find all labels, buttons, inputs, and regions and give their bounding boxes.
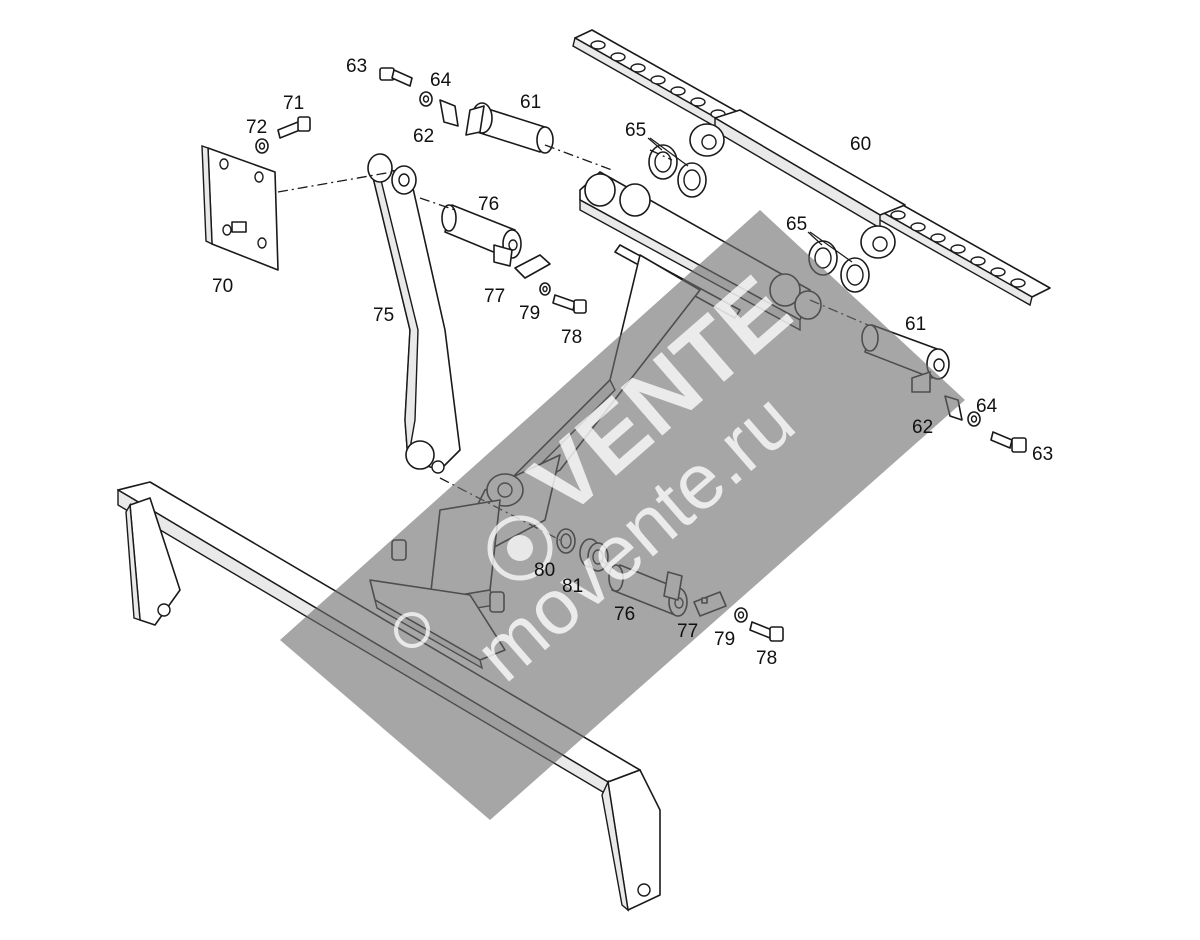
- callout-62-upper: 62: [413, 126, 434, 147]
- callout-60: 60: [850, 134, 871, 155]
- callout-61-upper: 61: [520, 92, 541, 113]
- callout-78-upper: 78: [561, 327, 582, 348]
- callout-77-lower: 77: [677, 621, 698, 642]
- part-79-washer-upper: [539, 282, 551, 296]
- part-63-bolt-upper: [379, 67, 413, 87]
- callout-75: 75: [373, 305, 394, 326]
- callout-65-upper: 65: [625, 120, 646, 141]
- callout-80: 80: [534, 560, 555, 581]
- callout-64-upper: 64: [430, 70, 452, 91]
- part-76-pin-upper: [441, 204, 522, 267]
- callout-76-upper: 76: [478, 194, 499, 215]
- callout-76-lower: 76: [614, 604, 635, 625]
- callout-72: 72: [246, 117, 267, 138]
- callout-63-upper: 63: [346, 56, 367, 77]
- watermark: VENTE movente.ru: [280, 210, 965, 820]
- part-77-bracket-upper: [514, 254, 551, 279]
- callout-71: 71: [283, 93, 304, 114]
- watermark-logo-icon: [394, 515, 553, 648]
- part-78-bolt-lower: [749, 621, 784, 642]
- callout-61-lower: 61: [905, 314, 926, 335]
- part-70-mounting-plate: [201, 145, 279, 271]
- callout-81: 81: [562, 576, 583, 597]
- callout-70: 70: [212, 276, 233, 297]
- part-78-bolt-upper: [552, 294, 587, 314]
- part-75-link-arm: [367, 153, 461, 474]
- part-61-pin-upper: [465, 102, 554, 154]
- part-65-washers: [648, 144, 870, 293]
- part-64-nut-lower: [967, 411, 981, 427]
- part-63-bolt-lower: [990, 431, 1027, 453]
- part-64-nut-upper: [419, 91, 433, 107]
- callout-79-lower: 79: [714, 629, 735, 650]
- callout-64-lower: 64: [976, 396, 998, 417]
- callout-77-upper: 77: [484, 286, 505, 307]
- callout-65-lower: 65: [786, 214, 807, 235]
- callout-labels: 60 61 61 62 62 63 63 64 64 65 65 70 71 7…: [212, 56, 1053, 669]
- callout-63-lower: 63: [1032, 444, 1053, 465]
- part-60-crossbar: [572, 29, 1051, 307]
- callout-79-upper: 79: [519, 303, 540, 324]
- leader-lines: [647, 137, 853, 263]
- callout-78-lower: 78: [756, 648, 777, 669]
- part-79-washer-lower: [734, 607, 748, 623]
- part-62-clip-upper: [439, 99, 459, 127]
- part-71-bolt: [277, 116, 311, 139]
- part-72-washer: [255, 138, 269, 154]
- callout-62-lower: 62: [912, 417, 933, 438]
- crossbar-holes: [590, 40, 1026, 288]
